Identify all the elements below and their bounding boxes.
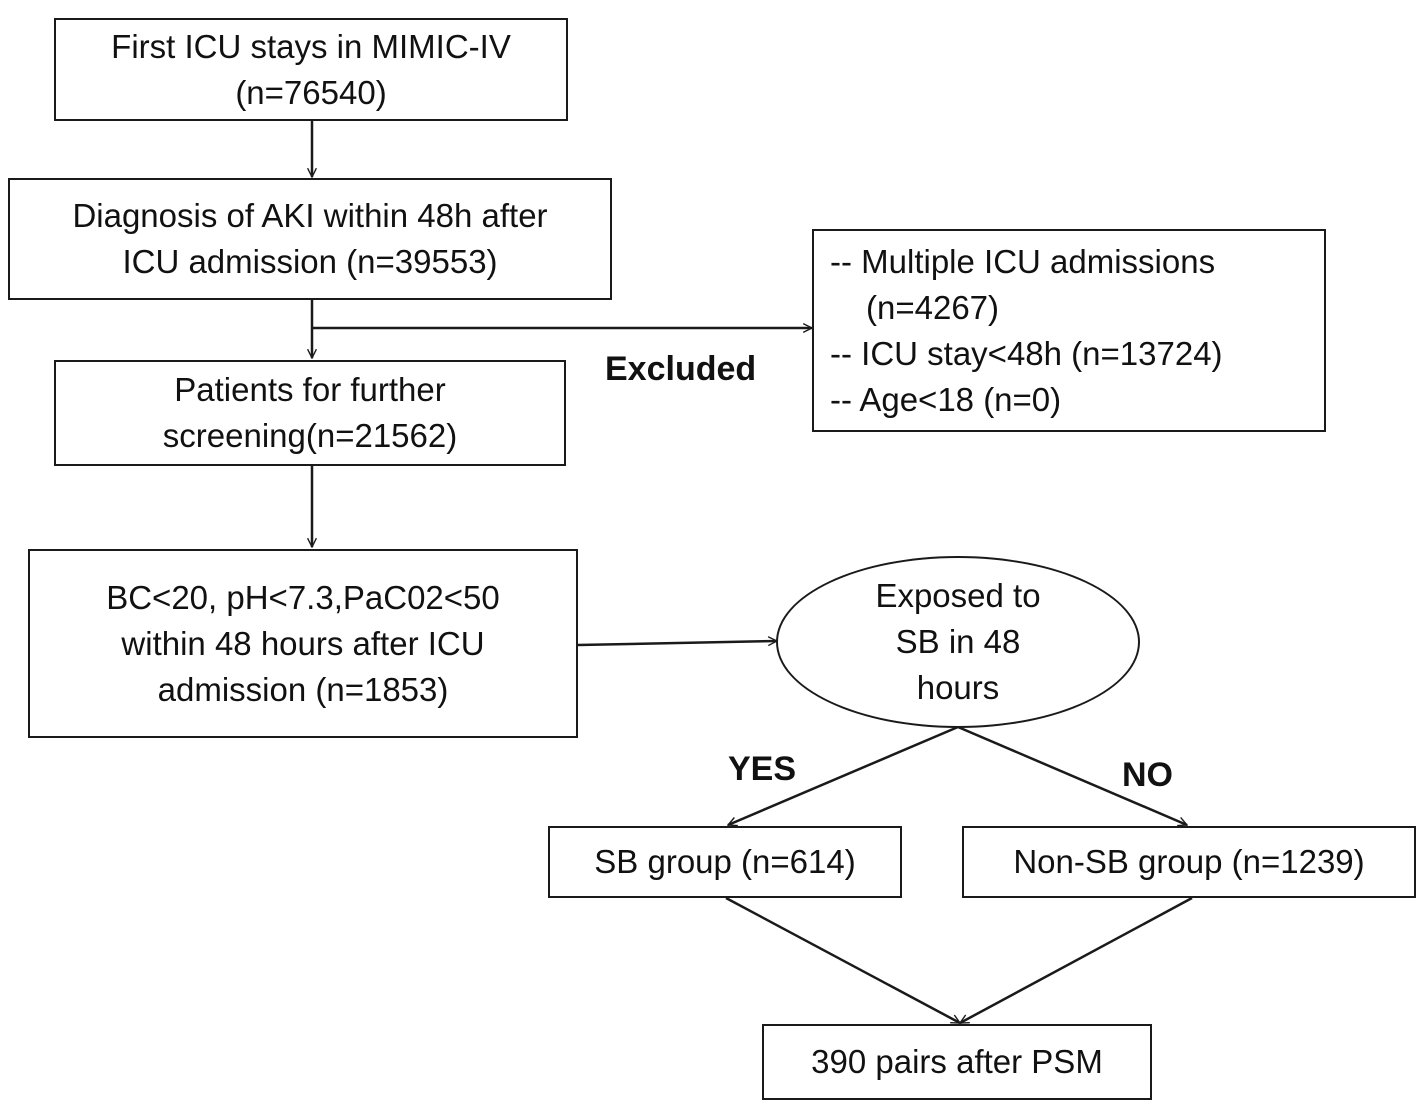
- node-line: BC<20, pH<7.3,PaC02<50: [106, 578, 500, 616]
- node-line: Patients for further: [174, 371, 446, 408]
- arrow-exposed-to-sb: [728, 725, 959, 825]
- no-label: NO: [1122, 756, 1173, 794]
- node-line: First ICU stays in MIMIC-IV: [111, 27, 511, 65]
- node-exposed-to-sb: Exposed to SB in 48 hours: [776, 556, 1140, 728]
- node-psm-pairs: 390 pairs after PSM: [762, 1024, 1152, 1100]
- node-line: -- Age<18 (n=0): [830, 380, 1062, 418]
- node-line: admission (n=1853): [157, 670, 449, 708]
- node-first-icu-stays: First ICU stays in MIMIC-IV (n=76540): [54, 18, 568, 121]
- node-line: Non-SB group (n=1239): [1013, 843, 1365, 880]
- arrow-criteria-to-exposed: [577, 641, 777, 647]
- node-line: -- Multiple ICU admissions: [830, 242, 1216, 280]
- node-lab-criteria: BC<20, pH<7.3,PaC02<50 within 48 hours a…: [28, 549, 578, 738]
- arrow-sb-to-psm: [725, 896, 960, 1025]
- node-non-sb-group: Non-SB group (n=1239): [962, 826, 1416, 898]
- node-line: (n=76540): [235, 73, 387, 111]
- node-line: (n=4267): [866, 288, 1000, 326]
- node-line: Exposed to: [875, 577, 1041, 614]
- node-line: screening(n=21562): [162, 417, 458, 454]
- node-further-screening: Patients for further screening(n=21562): [54, 360, 566, 466]
- node-line: SB in 48: [895, 623, 1021, 660]
- node-excluded-criteria: -- Multiple ICU admissions (n=4267) -- I…: [812, 229, 1326, 432]
- yes-label: YES: [728, 750, 797, 788]
- node-line: hours: [916, 669, 1000, 706]
- node-aki-diagnosis: Diagnosis of AKI within 48h after ICU ad…: [8, 178, 612, 300]
- excluded-label: Excluded: [605, 350, 757, 388]
- node-sb-group: SB group (n=614): [548, 826, 902, 898]
- node-line: Diagnosis of AKI within 48h after: [72, 197, 548, 234]
- node-line: 390 pairs after PSM: [811, 1043, 1103, 1080]
- arrow-exposed-to-non-sb: [957, 725, 1187, 825]
- node-line: -- ICU stay<48h (n=13724): [830, 334, 1223, 372]
- node-line: within 48 hours after ICU: [121, 624, 485, 662]
- node-line: SB group (n=614): [594, 843, 856, 880]
- arrow-non-sb-to-psm: [960, 896, 1193, 1025]
- node-line: ICU admission (n=39553): [122, 243, 498, 280]
